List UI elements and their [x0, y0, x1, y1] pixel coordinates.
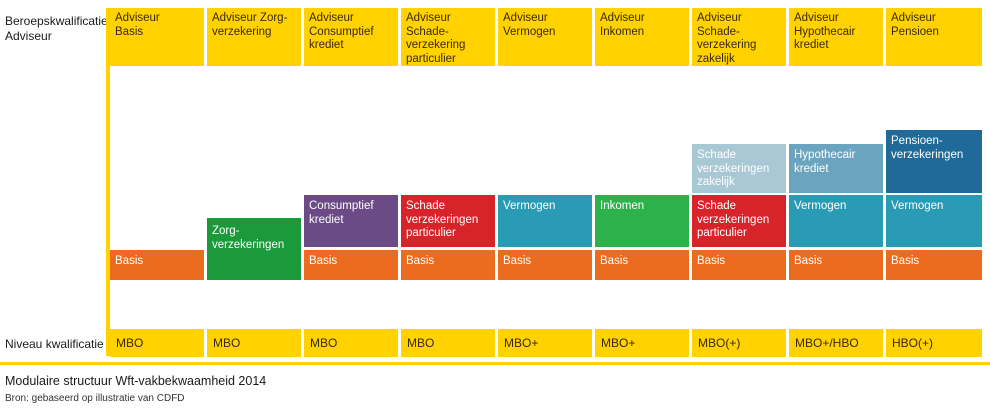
header-line: verzekering	[697, 39, 757, 51]
level-badge: MBO+	[498, 329, 592, 357]
module-line: Inkomen	[600, 200, 645, 212]
header-line: Vermogen	[503, 25, 556, 38]
level-badge: MBO(+)	[692, 329, 786, 357]
module-line: Schade	[697, 200, 737, 212]
header-line: verzekering	[212, 25, 272, 38]
header-line: Adviseur Schade-	[406, 12, 451, 38]
column-header: Adviseur Vermogen	[498, 8, 592, 66]
header-line: Adviseur	[600, 12, 645, 24]
module-vermogen: Vermogen	[498, 195, 592, 247]
module-line: Zorg-	[212, 225, 240, 237]
module-line: Pensioen-	[891, 135, 943, 147]
level-badge: MBO	[207, 329, 301, 357]
level-badge: MBO	[304, 329, 398, 357]
bottom-divider-line	[0, 362, 990, 365]
module-vermogen: Vermogen	[886, 195, 982, 247]
header-line: Inkomen	[600, 25, 645, 38]
module-schadeverzekeringen-particulier: Schade verzekeringen particulier	[401, 195, 495, 247]
module-line: particulier	[697, 227, 747, 239]
header-line: krediet	[309, 39, 344, 51]
module-line: verzekeringen	[891, 148, 964, 161]
module-line: zakelijk	[697, 176, 735, 188]
level-badge: HBO(+)	[886, 329, 982, 357]
header-line: Adviseur	[115, 12, 160, 24]
column-header: Adviseur Hypothecair krediet	[789, 8, 883, 66]
module-basis: Basis	[498, 250, 592, 280]
module-line: Schade	[697, 149, 737, 161]
header-line: particulier	[406, 52, 456, 65]
level-badge: MBO	[110, 329, 204, 357]
module-line: Schade	[406, 200, 446, 212]
level-badge: MBO+/HBO	[789, 329, 883, 357]
header-line: Hypothecair	[794, 25, 856, 38]
header-line: zakelijk	[697, 52, 735, 65]
module-basis: Basis	[595, 250, 689, 280]
module-consumptief-krediet: Consumptief krediet	[304, 195, 398, 247]
module-line: Hypothecair	[794, 149, 856, 161]
module-basis: Basis	[110, 250, 204, 280]
module-line: verzekeringen	[406, 213, 479, 226]
module-line: verzekeringen	[697, 162, 770, 175]
figure-title: Modulaire structuur Wft-vakbekwaamheid 2…	[5, 374, 267, 388]
row-label-niveau: Niveau kwalificatie	[5, 337, 104, 351]
header-line: Adviseur	[891, 12, 936, 24]
header-line: krediet	[794, 39, 829, 51]
column-header: Adviseur Schade- verzekering particulier	[401, 8, 495, 66]
module-vermogen: Vermogen	[789, 195, 883, 247]
header-line: Adviseur Schade-	[697, 12, 742, 38]
module-hypothecair-krediet: Hypothecair krediet	[789, 144, 883, 193]
column-header: Adviseur Inkomen	[595, 8, 689, 66]
module-line: particulier	[406, 227, 456, 239]
module-line: verzekeringen	[697, 213, 770, 226]
level-badge: MBO	[401, 329, 495, 357]
header-line: Adviseur Zorg-	[212, 12, 288, 24]
module-line: verzekeringen	[212, 238, 285, 251]
column-header: Adviseur Schade- verzekering zakelijk	[692, 8, 786, 66]
header-line: Basis	[115, 25, 144, 38]
module-basis: Basis	[692, 250, 786, 280]
header-line: Pensioen	[891, 25, 939, 38]
module-line: Vermogen	[503, 200, 556, 212]
column-header: Adviseur Pensioen	[886, 8, 982, 66]
module-line: Vermogen	[891, 200, 944, 212]
figure-source: Bron: gebaseerd op illustratie van CDFD	[5, 393, 185, 404]
module-line: Vermogen	[794, 200, 847, 212]
module-line: krediet	[309, 213, 344, 226]
row-label-beroepskwalificatie: Beroepskwalificatie Adviseur	[5, 14, 108, 44]
column-header: Adviseur Zorg- verzekering	[207, 8, 301, 66]
column-header: Adviseur Consumptief krediet	[304, 8, 398, 66]
module-pensioenverzekeringen: Pensioen- verzekeringen	[886, 130, 982, 193]
module-basis: Basis	[886, 250, 982, 280]
header-line: Adviseur	[503, 12, 548, 24]
module-basis: Basis	[401, 250, 495, 280]
header-line: Consumptief	[309, 25, 374, 38]
module-schadeverzekeringen-zakelijk: Schade verzekeringen zakelijk	[692, 144, 786, 193]
module-basis: Basis	[304, 250, 398, 280]
vertical-connector-bar	[106, 8, 110, 356]
level-badge: MBO+	[595, 329, 689, 357]
module-inkomen: Inkomen	[595, 195, 689, 247]
module-schadeverzekeringen-particulier: Schade verzekeringen particulier	[692, 195, 786, 247]
module-basis: Basis	[789, 250, 883, 280]
module-line: Consumptief	[309, 200, 374, 212]
module-zorgverzekeringen: Zorg- verzekeringen	[207, 218, 301, 280]
row-label-line: Adviseur	[5, 29, 52, 43]
row-label-line: Beroepskwalificatie	[5, 14, 108, 28]
module-line: krediet	[794, 162, 829, 175]
header-line: verzekering	[406, 39, 466, 51]
header-line: Adviseur	[309, 12, 354, 24]
header-line: Adviseur	[794, 12, 839, 24]
column-header: Adviseur Basis	[110, 8, 204, 66]
